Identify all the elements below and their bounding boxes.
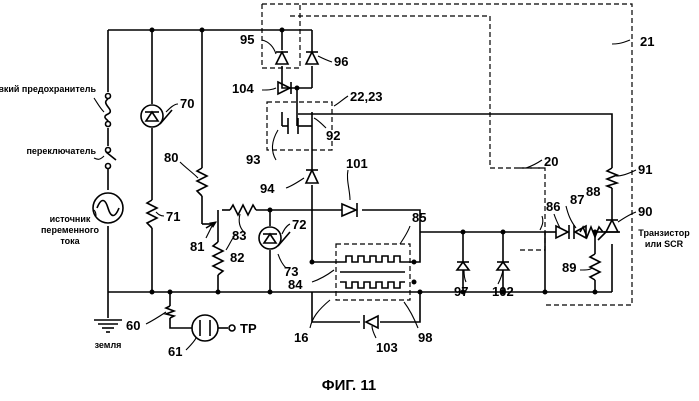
ref-92: 92 — [326, 128, 340, 143]
resistor-60 — [166, 306, 174, 318]
ref-101: 101 — [346, 156, 368, 171]
ref-72: 72 — [292, 217, 306, 232]
resistor-80 — [197, 168, 207, 196]
opto-diode-86 — [556, 225, 569, 239]
source-label-line2: переменного — [41, 225, 99, 235]
ref-61: 61 — [168, 344, 182, 359]
ref-94: 94 — [260, 181, 275, 196]
ref-22-23: 22,23 — [350, 89, 383, 104]
ref-83: 83 — [232, 228, 246, 243]
transistor-label-line1: Транзистор — [638, 228, 690, 238]
ref-90: 90 — [638, 204, 652, 219]
diode-97 — [457, 262, 469, 270]
lamp-70-symbol — [141, 105, 172, 127]
fuse-label: плавкий предохранитель — [0, 84, 96, 94]
diode-103 — [364, 315, 378, 329]
ref-96: 96 — [334, 54, 348, 69]
labels: плавкий предохранитель переключатель ист… — [0, 84, 690, 350]
ref-89: 89 — [562, 260, 576, 275]
transistor-label-line2: или SCR — [645, 239, 684, 249]
resistor-82 — [213, 242, 223, 275]
reference-numerals: 70 80 71 81 82 83 72 73 95 96 104 22,23 … — [126, 32, 654, 359]
resistor-71 — [147, 200, 157, 228]
leader-lines — [94, 40, 636, 350]
diode-96 — [306, 52, 318, 64]
ref-87: 87 — [570, 192, 584, 207]
ref-95: 95 — [240, 32, 254, 47]
ref-81: 81 — [190, 239, 204, 254]
switch-label: переключатель — [26, 146, 96, 156]
tp-probe-61 — [192, 315, 235, 341]
ref-103: 103 — [376, 340, 398, 355]
ref-85: 85 — [412, 210, 426, 225]
diode-95 — [276, 52, 288, 64]
ref-82: 82 — [230, 250, 244, 265]
ref-20: 20 — [544, 154, 558, 169]
ref-16: 16 — [294, 330, 308, 345]
ref-71: 71 — [166, 209, 180, 224]
resistor-91 — [607, 168, 617, 188]
diode-101 — [342, 203, 357, 217]
ground-label: земля — [95, 340, 122, 350]
resistor-89 — [590, 254, 600, 280]
ref-97: 97 — [454, 284, 468, 299]
fuse-symbol — [105, 94, 111, 127]
source-label-line1: источник — [50, 214, 91, 224]
figure-caption: ФИГ. 11 — [322, 377, 376, 394]
wiring — [108, 30, 612, 328]
resistor-83 — [230, 205, 256, 215]
ref-93: 93 — [246, 152, 260, 167]
source-label-line3: тока — [60, 236, 80, 246]
dashed-boundaries — [262, 4, 632, 305]
ref-91: 91 — [638, 162, 652, 177]
diode-102 — [497, 262, 509, 270]
tp-label: TP — [240, 321, 257, 336]
ref-21: 21 — [640, 34, 654, 49]
ref-80: 80 — [164, 150, 178, 165]
lamp-72-symbol — [259, 227, 290, 249]
diode-94 — [306, 170, 318, 183]
ground-symbol — [94, 320, 122, 332]
ref-98: 98 — [418, 330, 432, 345]
ref-102: 102 — [492, 284, 514, 299]
switch-symbol — [106, 148, 117, 169]
ref-84: 84 — [288, 277, 303, 292]
ref-70: 70 — [180, 96, 194, 111]
ac-source-symbol — [93, 193, 123, 223]
ref-88: 88 — [586, 184, 600, 199]
ref-86: 86 — [546, 199, 560, 214]
ref-60: 60 — [126, 318, 140, 333]
ref-104: 104 — [232, 81, 254, 96]
heater-assembly — [340, 256, 416, 288]
